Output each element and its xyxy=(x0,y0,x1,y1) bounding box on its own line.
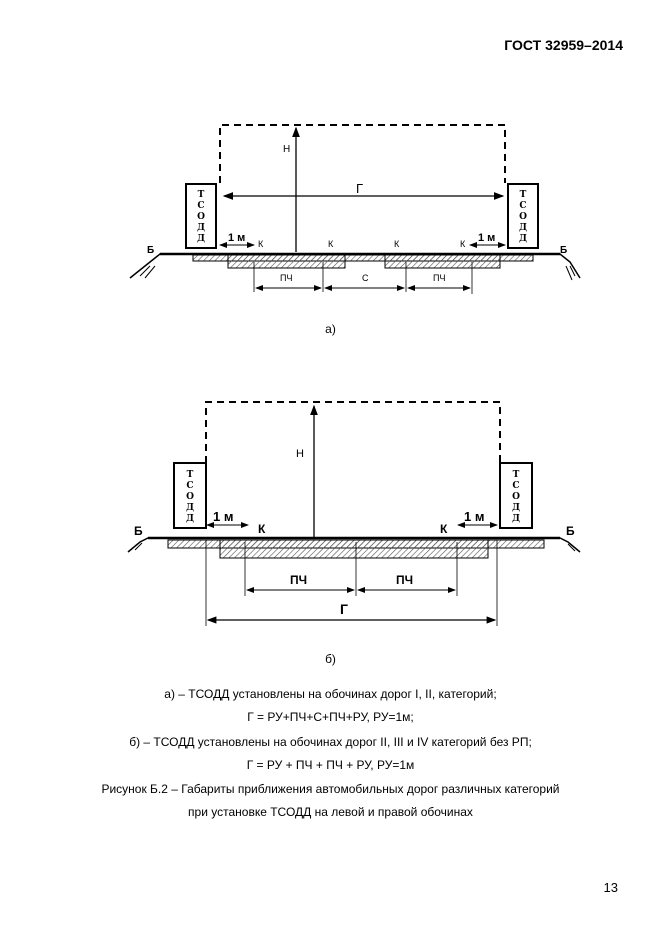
label-pch-1: ПЧ xyxy=(280,273,292,283)
caption-line-1: а) – ТСОДД установлены на обочинах дорог… xyxy=(164,687,497,701)
svg-text:С: С xyxy=(512,481,519,491)
figure-b-sublabel: б) xyxy=(325,652,336,666)
svg-text:Д: Д xyxy=(512,514,520,524)
svg-text:Д: Д xyxy=(197,223,205,233)
label-k-2: К xyxy=(440,522,448,536)
page-number: 13 xyxy=(603,880,618,895)
svg-text:Д: Д xyxy=(519,234,527,244)
road-cross-section xyxy=(129,252,581,281)
svg-text:Т: Т xyxy=(520,190,527,200)
label-b-left: Б xyxy=(147,245,154,256)
svg-text:С: С xyxy=(186,481,193,491)
tsodd-left-text: Т С О Д Д xyxy=(186,470,194,524)
label-h: Н xyxy=(283,144,290,155)
label-c: С xyxy=(362,273,369,283)
label-1m-left: 1 м xyxy=(213,509,233,524)
svg-text:С: С xyxy=(197,201,204,211)
tsodd-right-text: Т С О Д Д xyxy=(519,190,527,244)
caption-line-4: Г = РУ + ПЧ + ПЧ + РУ, РУ=1м xyxy=(246,758,415,772)
label-pch-2: ПЧ xyxy=(433,273,445,283)
svg-text:О: О xyxy=(197,212,205,222)
label-k-1: К xyxy=(258,239,264,249)
svg-text:Д: Д xyxy=(186,503,194,513)
figure-title-line-1: Рисунок Б.2 – Габариты приближения автом… xyxy=(101,782,560,796)
figure-b-diagram: Н Т С О Д Д Т С О Д Д 1 м 1 м К К Б Б xyxy=(127,401,581,626)
label-1m-left: 1 м xyxy=(228,232,245,244)
tsodd-right-text: Т С О Д Д xyxy=(512,470,520,524)
svg-text:Д: Д xyxy=(197,234,205,244)
svg-text:Т: Т xyxy=(187,470,194,480)
label-k-3: К xyxy=(394,239,400,249)
figure-a-diagram: Н Г Т С О Д Д Т С О Д Д 1 м 1 м К К К К … xyxy=(129,124,581,294)
label-b-right: Б xyxy=(566,524,575,538)
figure-a-sublabel: а) xyxy=(325,322,336,336)
document-id: ГОСТ 32959–2014 xyxy=(504,37,623,53)
svg-text:Д: Д xyxy=(519,223,527,233)
svg-text:О: О xyxy=(512,492,520,502)
caption-line-3: б) – ТСОДД установлены на обочинах дорог… xyxy=(129,735,532,749)
label-b-right: Б xyxy=(560,245,567,256)
label-h: Н xyxy=(296,448,304,460)
label-k-1: К xyxy=(258,522,266,536)
clearance-envelope xyxy=(219,124,506,183)
label-b-left: Б xyxy=(134,524,143,538)
clearance-envelope xyxy=(205,401,501,463)
label-1m-right: 1 м xyxy=(464,509,484,524)
label-g: Г xyxy=(340,601,348,617)
svg-text:О: О xyxy=(519,212,527,222)
figure-title-line-2: при установке ТСОДД на левой и правой об… xyxy=(188,805,473,819)
svg-text:Д: Д xyxy=(186,514,194,524)
caption-line-2: Г = РУ+ПЧ+С+ПЧ+РУ, РУ=1м; xyxy=(247,710,414,724)
tsodd-left xyxy=(185,183,217,249)
svg-text:С: С xyxy=(519,201,526,211)
svg-text:Т: Т xyxy=(198,190,205,200)
svg-text:Т: Т xyxy=(513,470,520,480)
tsodd-left-text: Т С О Д Д xyxy=(197,190,205,244)
tsodd-right xyxy=(507,183,539,249)
svg-text:Д: Д xyxy=(512,503,520,513)
label-1m-right: 1 м xyxy=(478,232,495,244)
svg-text:О: О xyxy=(186,492,194,502)
road-cross-section xyxy=(127,536,581,559)
lane-dimensions xyxy=(205,540,498,626)
tsodd-right xyxy=(499,462,533,529)
label-k-2: К xyxy=(328,239,334,249)
lane-dimensions xyxy=(253,262,473,294)
label-pch-1: ПЧ xyxy=(290,573,307,587)
tsodd-left xyxy=(173,462,207,529)
label-g: Г xyxy=(356,181,363,196)
label-k-4: К xyxy=(460,239,466,249)
label-pch-2: ПЧ xyxy=(396,573,413,587)
